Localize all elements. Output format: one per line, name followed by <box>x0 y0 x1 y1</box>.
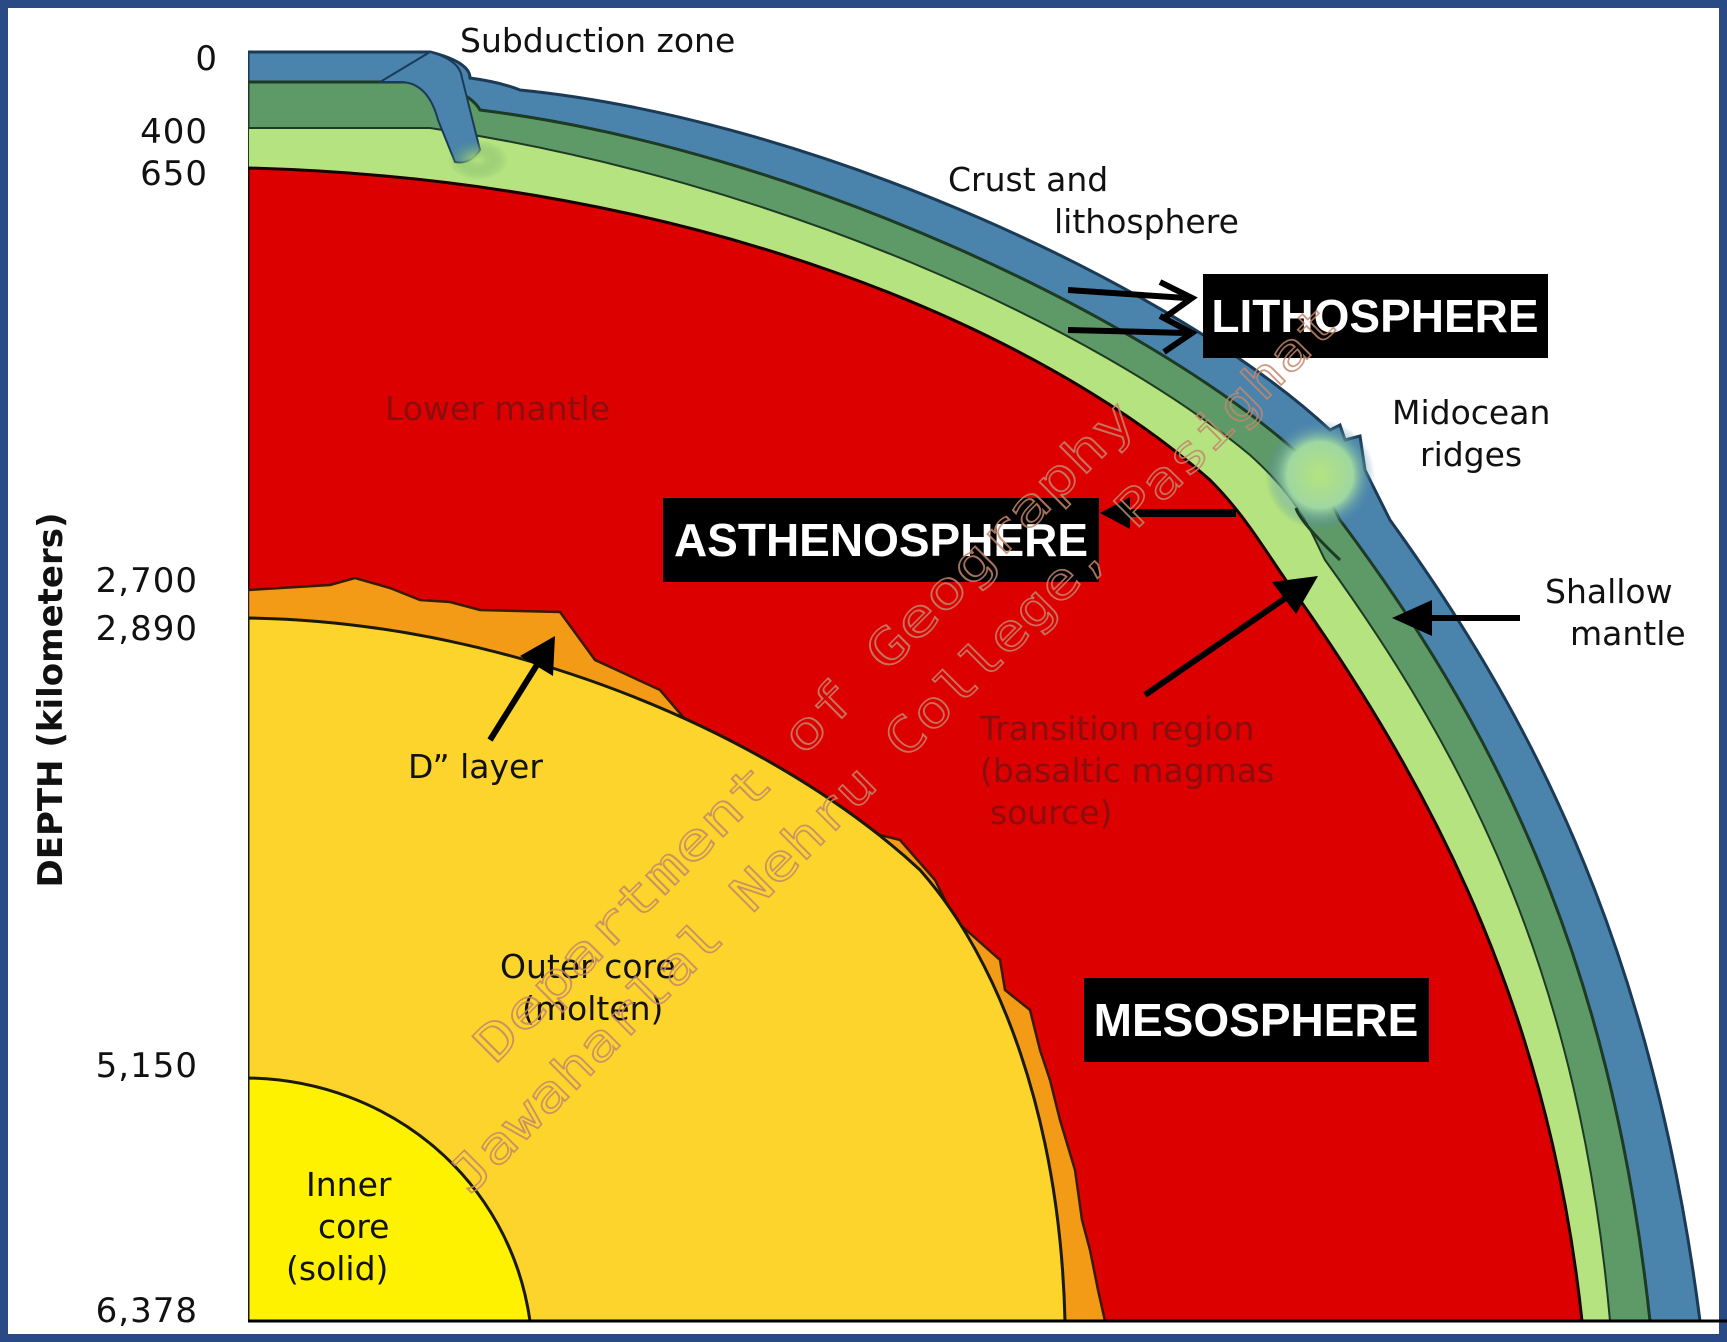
inner-core-label-line3: (solid) <box>286 1249 388 1288</box>
inner-core-label-line1: Inner <box>306 1165 392 1204</box>
lithosphere-callout-text: LITHOSPHERE <box>1211 290 1538 342</box>
midocean-label-line2: ridges <box>1420 435 1522 474</box>
d-layer-label: D” layer <box>408 747 543 786</box>
depth-tick-2700: 2,700 <box>96 561 198 601</box>
subduction-zone-label: Subduction zone <box>460 21 735 60</box>
depth-tick-400: 400 <box>140 112 208 152</box>
depth-tick-0: 0 <box>195 39 218 79</box>
shallow-mantle-label-line2: mantle <box>1570 614 1686 653</box>
crust-label-line1: Crust and <box>948 160 1108 199</box>
depth-tick-5150: 5,150 <box>96 1046 198 1086</box>
midocean-label-line1: Midocean <box>1392 393 1550 432</box>
depth-axis-title: DEPTH (kilometers) <box>31 512 71 887</box>
lower-mantle-label: Lower mantle <box>385 389 610 428</box>
mesosphere-callout-text: MESOSPHERE <box>1094 994 1419 1046</box>
ridge-upwelling <box>1265 420 1375 530</box>
depth-tick-650: 650 <box>140 154 208 194</box>
transition-region-label-line3: source) <box>990 793 1112 832</box>
transition-region-label-line1: Transition region <box>979 709 1254 748</box>
shallow-mantle-label-line1: Shallow <box>1545 572 1673 611</box>
mesosphere-callout: MESOSPHERE <box>1084 978 1429 1062</box>
transition-region-label-line2: (basaltic magmas <box>980 751 1274 790</box>
depth-tick-6378: 6,378 <box>96 1291 198 1331</box>
depth-tick-2890: 2,890 <box>96 609 198 649</box>
crust-label-line2: lithosphere <box>1054 202 1239 241</box>
inner-core-label-line2: core <box>318 1207 389 1246</box>
